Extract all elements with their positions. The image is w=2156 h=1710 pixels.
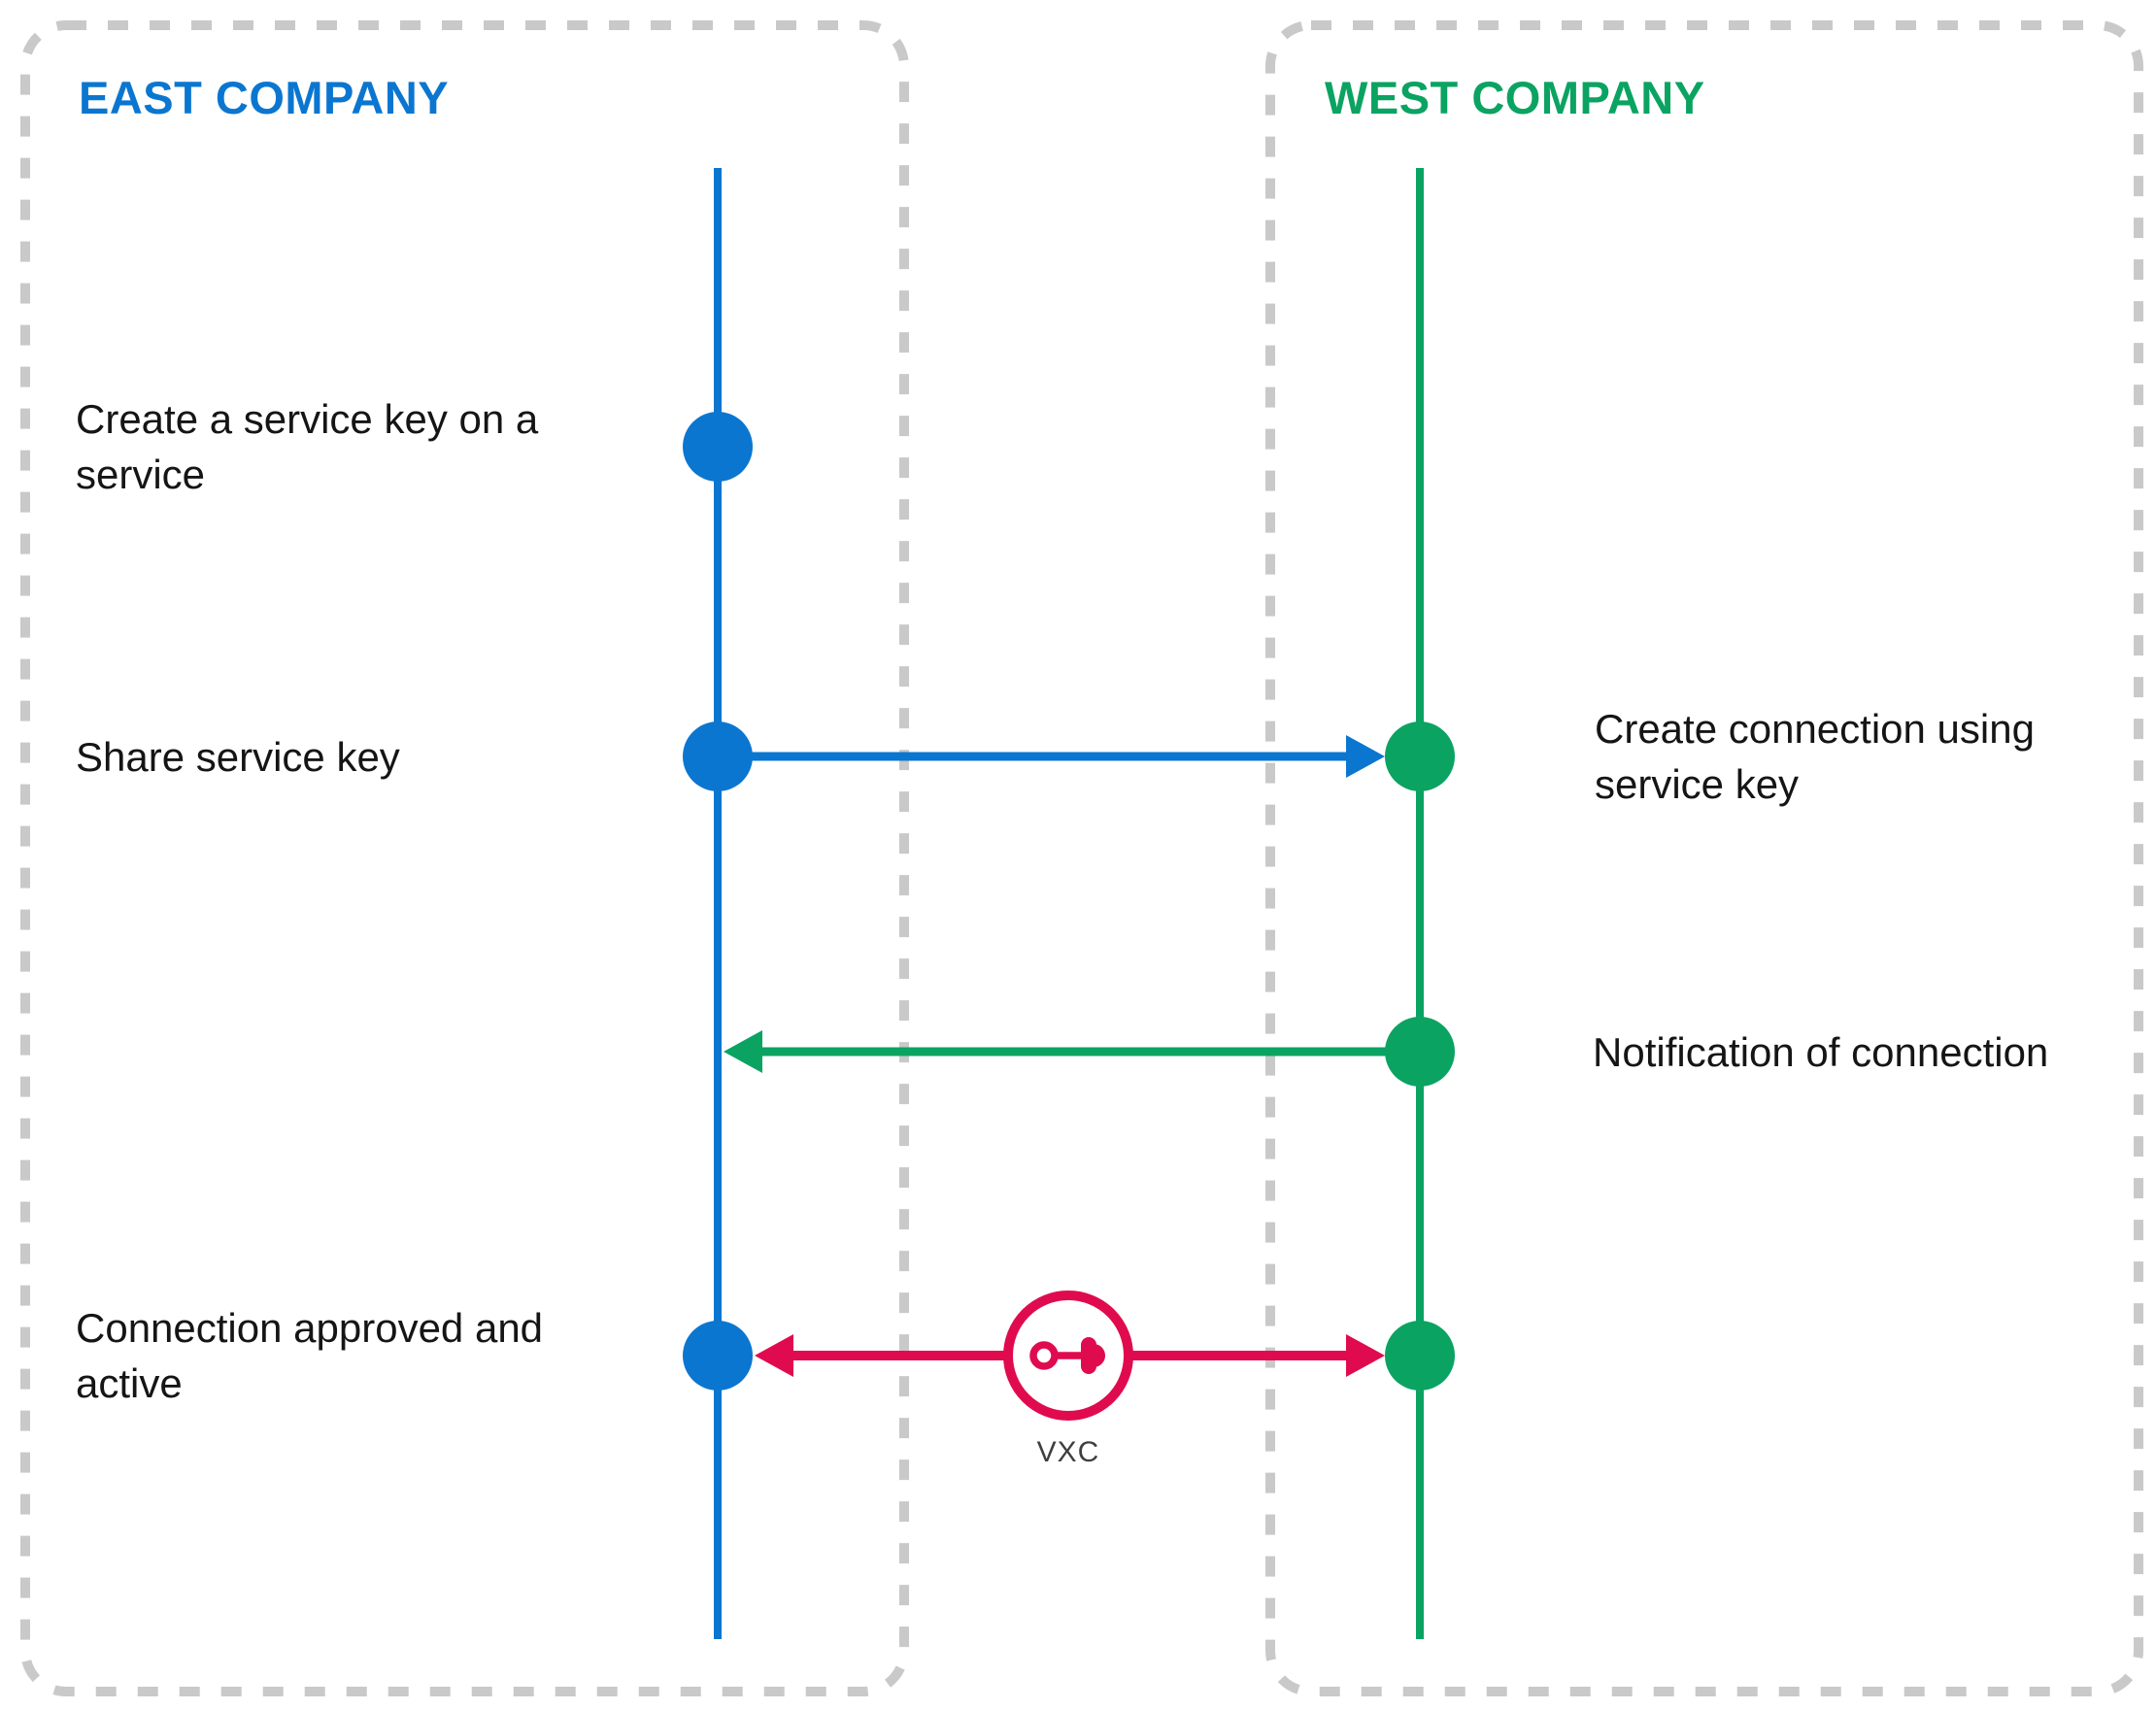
label-create-connection: Create connection using service key bbox=[1595, 701, 2035, 812]
notification-arrowhead-icon bbox=[724, 1030, 762, 1073]
west-company-title: WEST COMPANY bbox=[1325, 72, 1705, 123]
east-event-dot-share-service-key bbox=[683, 721, 753, 791]
west-event-dot-create-connection bbox=[1385, 721, 1455, 791]
vxc-plug-ring-icon bbox=[1029, 1341, 1059, 1370]
label-line: service key bbox=[1595, 761, 1800, 807]
vxc-caption: VXC bbox=[1036, 1436, 1100, 1468]
label-create-service-key: Create a service key on a service bbox=[76, 391, 538, 502]
east-event-dot-connection-approved bbox=[683, 1321, 753, 1391]
east-company-box-border bbox=[20, 20, 909, 1696]
label-share-service-key: Share service key bbox=[76, 734, 400, 780]
west-event-dot-connection-approved bbox=[1385, 1321, 1455, 1391]
label-line: Create connection using bbox=[1595, 706, 2035, 752]
vxc-arrowhead-left-icon bbox=[755, 1334, 793, 1377]
label-line: Create a service key on a bbox=[76, 396, 539, 442]
label-line: Connection approved and bbox=[76, 1305, 544, 1351]
share-service-key-arrowhead-icon bbox=[1346, 735, 1385, 778]
east-company-title: EAST COMPANY bbox=[79, 72, 450, 123]
label-line: service bbox=[76, 452, 206, 497]
vxc-plug-dot-icon bbox=[1082, 1344, 1105, 1367]
west-company-box-border bbox=[1265, 20, 2143, 1696]
vxc-arrowhead-right-icon bbox=[1346, 1334, 1385, 1377]
label-line: active bbox=[76, 1360, 183, 1406]
west-event-dot-notification bbox=[1385, 1017, 1455, 1087]
label-connection-approved: Connection approved and active bbox=[76, 1300, 543, 1411]
label-notification: Notification of connection bbox=[1593, 1029, 2049, 1075]
east-event-dot-create-service-key bbox=[683, 412, 753, 482]
